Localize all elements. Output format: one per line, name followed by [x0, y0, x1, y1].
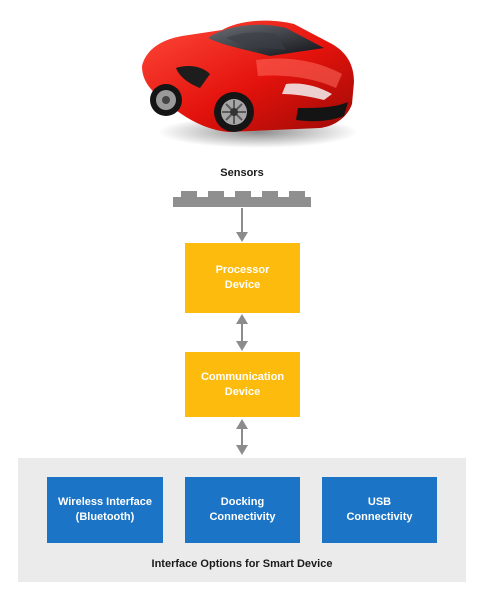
sensor-array-icon [173, 191, 311, 207]
wireless-interface-box: Wireless Interface (Bluetooth) [47, 477, 163, 543]
sensors-label: Sensors [220, 167, 264, 179]
car-icon [142, 20, 358, 148]
processor-device-label: Processor Device [215, 264, 270, 291]
usb-connectivity-box: USB Connectivity [322, 477, 437, 543]
connector-arrows [220, 200, 264, 465]
arrow-communication-interface [236, 419, 248, 455]
usb-connectivity-label: USB Connectivity [346, 496, 413, 523]
communication-device-label: Communication Device [200, 370, 285, 398]
interface-options-caption: Interface Options for Smart Device [151, 558, 333, 570]
processor-device-box: Processor Device [185, 243, 300, 313]
wireless-interface-label: Wireless Interface (Bluetooth) [57, 496, 153, 523]
communication-device-box: Communication Device [185, 352, 300, 417]
arrow-processor-communication [236, 314, 248, 351]
docking-connectivity-label: Docking Connectivity [209, 496, 276, 523]
arrow-sensors-to-processor [236, 208, 248, 242]
docking-connectivity-box: Docking Connectivity [185, 477, 300, 543]
sports-car-image [136, 4, 362, 154]
